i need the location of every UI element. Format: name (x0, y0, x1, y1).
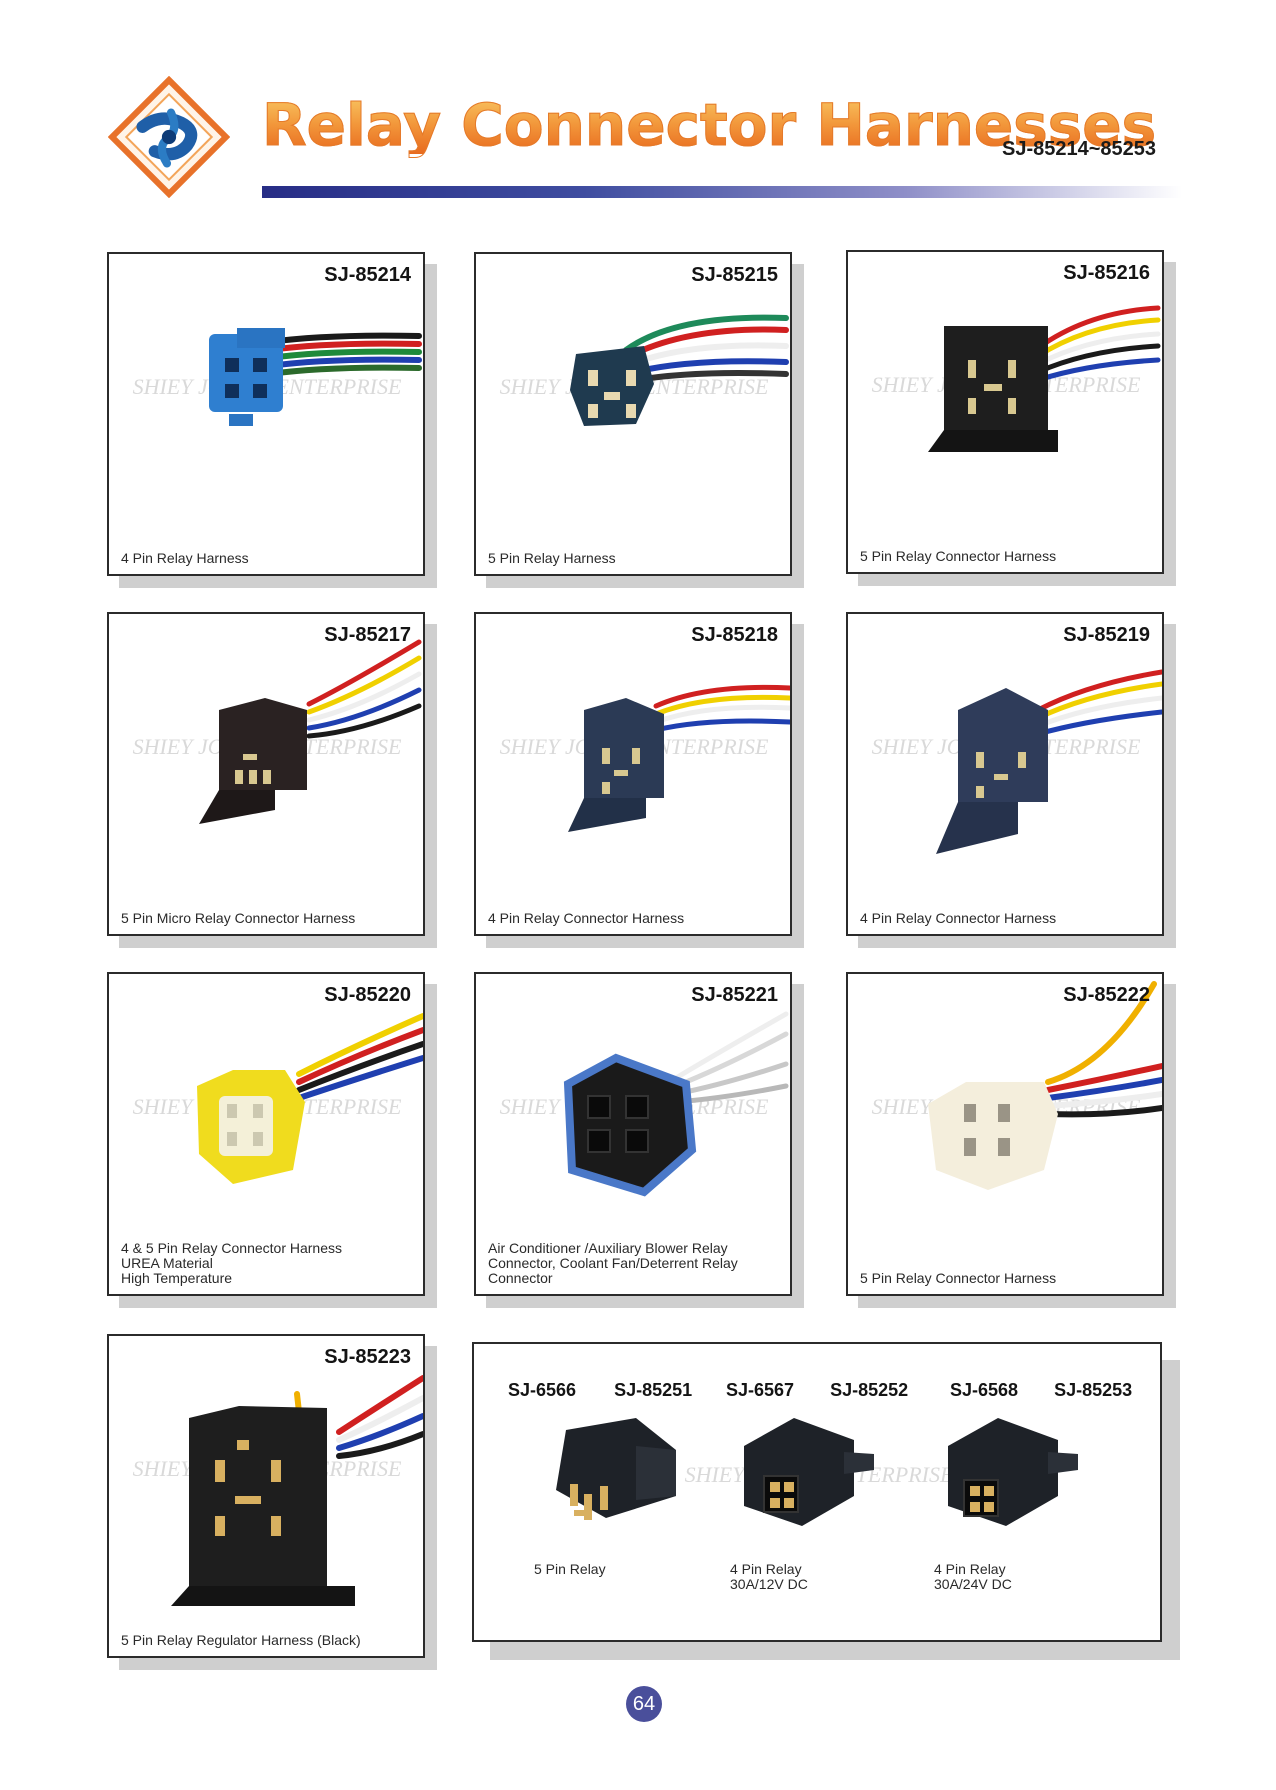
product-card[interactable]: SHIEY JOUNG ENTERPRISE SJ-85223 5 Pin Re… (107, 1334, 425, 1658)
product-caption: 5 Pin Relay Regulator Harness (Black) (121, 1632, 361, 1648)
product-image (568, 684, 790, 832)
product-caption: 4 Pin Relay Connector Harness (488, 910, 685, 926)
relay-image (948, 1418, 1078, 1526)
product-code: SJ-85215 (691, 264, 778, 286)
product-card[interactable]: SHIEY JOUNG ENTERPRISE SJ-85218 4 Pin Re… (474, 612, 792, 936)
product-image (563, 1011, 789, 1197)
page-number: 64 (626, 1686, 662, 1722)
relay-caption: 5 Pin Relay (534, 1561, 606, 1577)
product-image (197, 1013, 423, 1184)
product-card[interactable]: SHIEY JOUNG ENTERPRISE SJ-85219 4 Pin Re… (846, 612, 1164, 936)
product-card[interactable]: SHIEY JOUNG ENTERPRISE SJ-85222 5 Pin Re… (846, 972, 1164, 1296)
product-caption: 5 Pin Relay Harness (488, 550, 616, 566)
product-code: SJ-85218 (691, 624, 778, 646)
product-code: SJ-85214 (324, 264, 411, 286)
product-image (936, 669, 1162, 854)
page-title: Relay Connector Harnesses (261, 91, 1157, 159)
product-caption: 4 Pin Relay Connector Harness (860, 910, 1057, 926)
product-image (209, 328, 422, 426)
relay-image (556, 1418, 676, 1520)
product-image (928, 305, 1161, 452)
product-code: SJ-85217 (324, 624, 411, 646)
product-card[interactable]: SHIEY JOUNG ENTERPRISE SJ-85216 5 Pin Re… (846, 250, 1164, 574)
product-image (928, 981, 1162, 1190)
product-code: SJ-85221 (691, 984, 778, 1006)
product-caption: 5 Pin Relay Connector Harness (860, 548, 1057, 564)
company-logo (108, 76, 230, 198)
product-caption: 4 Pin Relay Harness (121, 550, 249, 566)
code-range: SJ-85214~85253 (1002, 138, 1157, 160)
product-code: SJ-85216 (1063, 262, 1150, 284)
product-caption: 5 Pin Relay Connector Harness (860, 1270, 1057, 1286)
product-code: SJ-85223 (324, 1346, 411, 1368)
product-card[interactable]: SHIEY JOUNG ENTERPRISE SJ-85214 4 Pin Re… (107, 252, 425, 576)
product-card[interactable]: SHIEY JOUNG ENTERPRISE SJ-85221 Air Cond… (474, 972, 792, 1296)
product-image (570, 314, 789, 426)
relay-image (744, 1418, 874, 1526)
product-card[interactable]: SHIEY JOUNG ENTERPRISE SJ-85220 4 & 5 Pi… (107, 972, 425, 1296)
product-code: SJ-85220 (324, 984, 411, 1006)
product-card[interactable]: SHIEY JOUNG ENTERPRISE SJ-85215 5 Pin Re… (474, 252, 792, 576)
title-underline (262, 186, 1182, 198)
product-code: SJ-85222 (1063, 984, 1150, 1006)
product-image (171, 1375, 423, 1606)
product-image (199, 639, 422, 824)
product-card[interactable]: SHIEY JOUNG ENTERPRISE SJ-85217 5 Pin Mi… (107, 612, 425, 936)
product-caption: 5 Pin Micro Relay Connector Harness (121, 910, 356, 926)
product-code: SJ-85219 (1063, 624, 1150, 646)
